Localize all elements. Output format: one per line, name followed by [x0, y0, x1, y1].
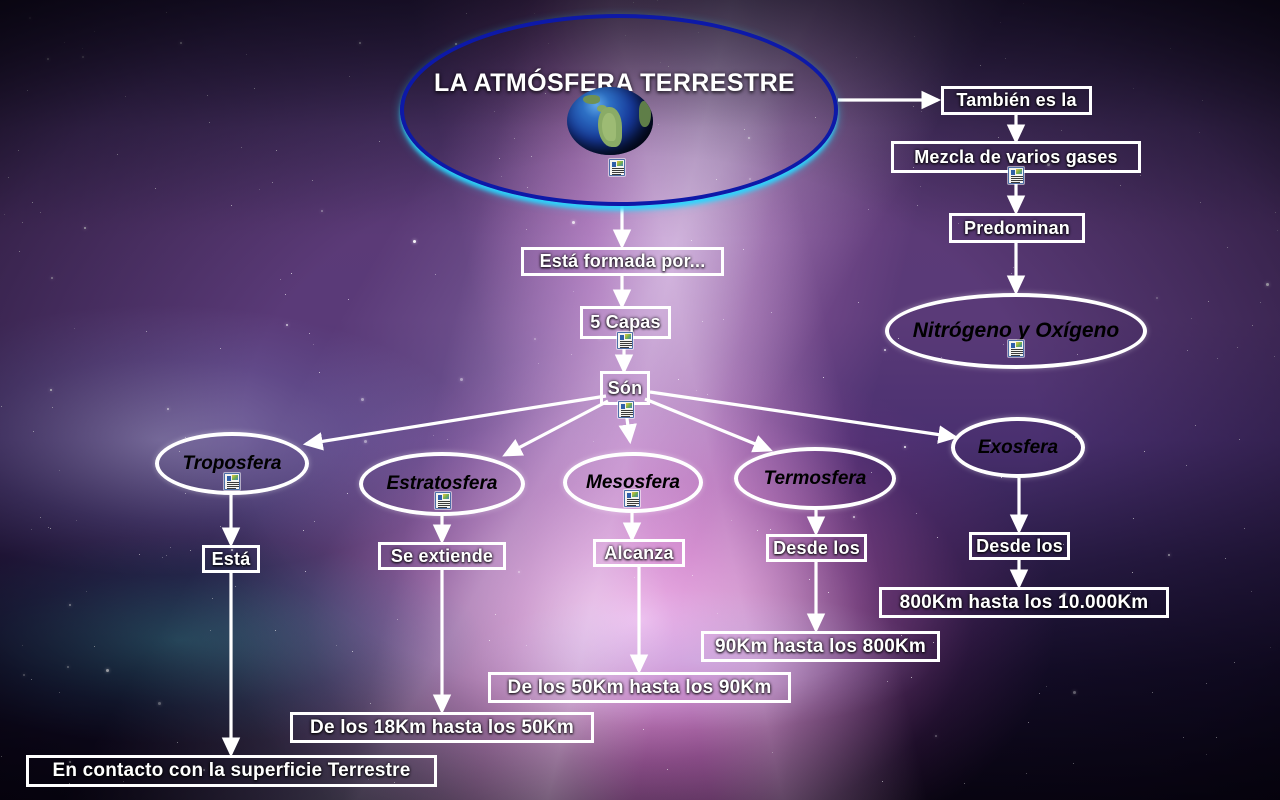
doc-icon-line: [620, 345, 632, 346]
node-esta-formada-por: Está formada por...: [521, 247, 724, 276]
doc-icon-line: [627, 503, 639, 504]
doc-icon-line: [1011, 182, 1020, 183]
node-layer-termosfera: Termosfera: [734, 447, 896, 510]
earth-landmass-africa: [639, 101, 651, 127]
doc-icon-line: [227, 484, 239, 485]
node-label: Exosfera: [977, 436, 1059, 458]
doc-icon-line: [621, 416, 630, 417]
node-connector-esta: Está: [202, 545, 260, 573]
doc-icon-line: [620, 341, 632, 342]
doc-icon-line: [620, 347, 629, 348]
doc-icon-line: [627, 501, 639, 502]
node-label: Termosfera: [763, 467, 867, 489]
node-layer-estratosfera: Estratosfera: [359, 452, 525, 516]
doc-icon-line: [1011, 353, 1023, 354]
doc-icon-bar: [620, 335, 624, 340]
doc-icon-line: [1011, 355, 1020, 356]
node-range-estratosfera: De los 18Km hasta los 50Km: [290, 712, 594, 743]
document-icon-5-capas[interactable]: [617, 332, 633, 349]
document-icon-estratosfera[interactable]: [435, 492, 451, 509]
doc-icon-line: [438, 505, 450, 506]
earth-landmass-south-america-inner: [602, 113, 616, 141]
node-label: Nitrógeno y Oxígeno: [912, 319, 1120, 342]
doc-icon-thumb: [1016, 342, 1022, 347]
document-icon-title[interactable]: [609, 159, 625, 176]
doc-icon-line: [621, 412, 633, 413]
doc-icon-thumb: [443, 494, 449, 499]
doc-icon-line: [627, 505, 636, 506]
doc-icon-line: [612, 168, 624, 169]
node-label: Troposfera: [182, 452, 282, 474]
doc-icon-line: [1011, 180, 1023, 181]
doc-icon-line: [438, 503, 450, 504]
node-son: Són: [600, 371, 650, 405]
doc-icon-line: [438, 501, 450, 502]
doc-icon-line: [227, 486, 239, 487]
node-predominan: Predominan: [949, 213, 1085, 243]
doc-icon-bar: [438, 495, 442, 500]
doc-icon-bar: [627, 493, 631, 498]
node-range-troposfera: En contacto con la superficie Terrestre: [26, 755, 437, 787]
earth-landmass-north: [583, 95, 600, 104]
document-icon-nitrogeno-oxigeno[interactable]: [1008, 340, 1024, 357]
doc-icon-line: [1011, 178, 1023, 179]
doc-icon-line: [627, 499, 639, 500]
document-icon-mesosfera[interactable]: [624, 490, 640, 507]
doc-icon-line: [612, 172, 624, 173]
node-label: Estratosfera: [386, 473, 498, 494]
document-icon-son[interactable]: [618, 401, 634, 418]
node-connector-desde-los-exosfera: Desde los: [969, 532, 1070, 560]
node-layer-troposfera: Troposfera: [155, 432, 309, 495]
doc-icon-thumb: [632, 492, 638, 497]
doc-icon-line: [621, 414, 633, 415]
doc-icon-bar: [1011, 343, 1015, 348]
node-layer-exosfera: Exosfera: [951, 417, 1085, 478]
doc-icon-thumb: [625, 334, 631, 339]
earth-globe-image: [567, 87, 653, 155]
node-tambien-es-la: También es la: [941, 86, 1092, 115]
node-range-mesosfera: De los 50Km hasta los 90Km: [488, 672, 791, 703]
node-range-exosfera: 800Km hasta los 10.000Km: [879, 587, 1169, 618]
doc-icon-line: [1011, 351, 1023, 352]
node-connector-alcanza: Alcanza: [593, 539, 685, 567]
node-nitrogeno-y-oxigeno: Nitrógeno y Oxígeno: [885, 293, 1147, 369]
doc-icon-line: [620, 343, 632, 344]
doc-icon-line: [1011, 176, 1023, 177]
document-icon-mezcla-gases[interactable]: [1008, 167, 1024, 184]
doc-icon-thumb: [1016, 169, 1022, 174]
doc-icon-line: [227, 482, 239, 483]
title-ellipse: [400, 14, 838, 206]
doc-icon-line: [621, 410, 633, 411]
doc-icon-line: [612, 174, 621, 175]
document-icon-troposfera[interactable]: [224, 473, 240, 490]
doc-icon-thumb: [626, 403, 632, 408]
doc-icon-bar: [227, 476, 231, 481]
doc-icon-bar: [612, 162, 616, 167]
node-layer-mesosfera: Mesosfera: [563, 452, 703, 513]
node-connector-se-extiende: Se extiende: [378, 542, 506, 570]
doc-icon-line: [612, 170, 624, 171]
doc-icon-line: [438, 507, 447, 508]
node-connector-desde-los-termosfera: Desde los: [766, 534, 867, 562]
node-label: Mesosfera: [586, 471, 680, 493]
doc-icon-thumb: [232, 475, 238, 480]
node-range-termosfera: 90Km hasta los 800Km: [701, 631, 940, 662]
doc-icon-thumb: [617, 161, 623, 166]
doc-icon-bar: [621, 404, 625, 409]
doc-icon-line: [227, 488, 236, 489]
doc-icon-line: [1011, 349, 1023, 350]
doc-icon-bar: [1011, 170, 1015, 175]
